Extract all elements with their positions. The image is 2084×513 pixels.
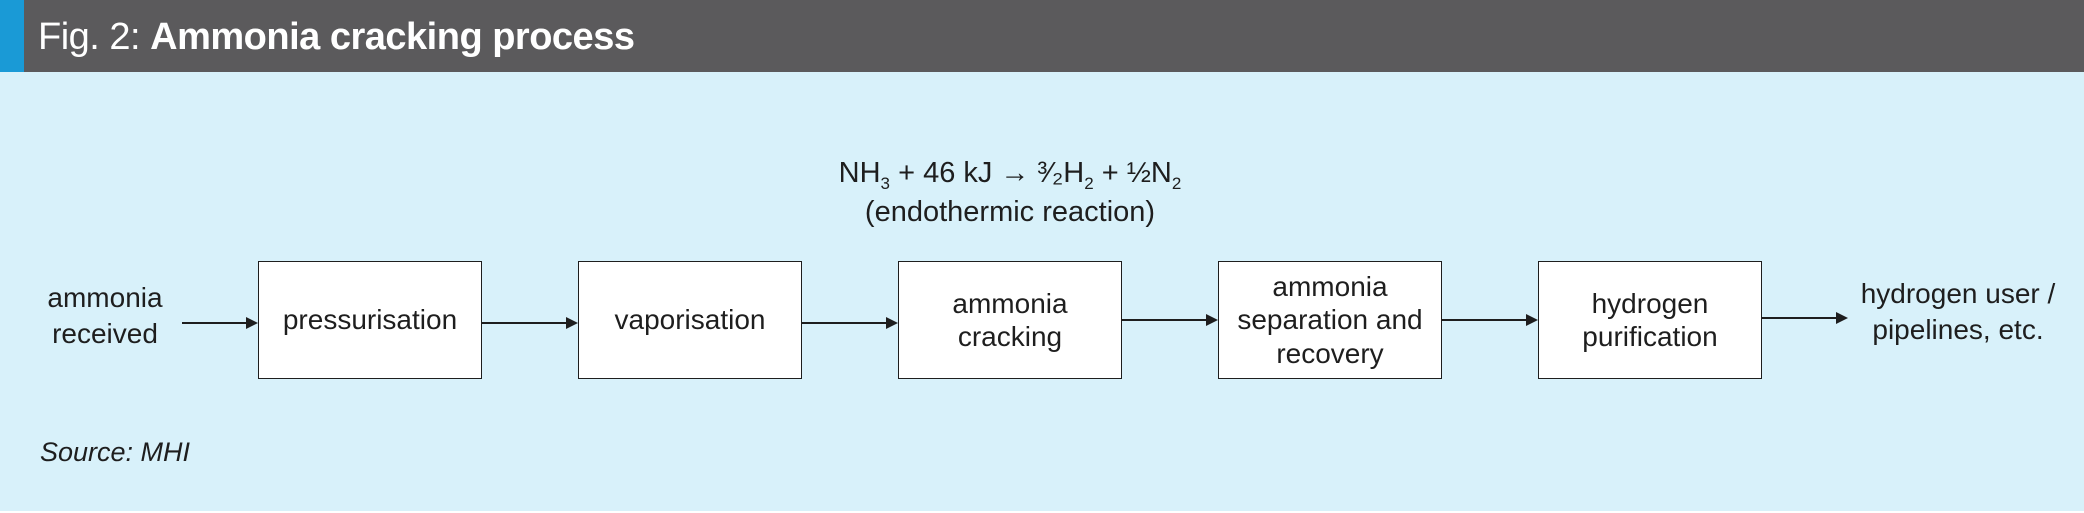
- process-box-ammonia-cracking: ammonia cracking: [898, 261, 1122, 379]
- figure-title: Fig. 2: Ammonia cracking process: [38, 0, 635, 72]
- equation-line: NH3 + 46 kJ → ³⁄₂H2 + ½N2: [760, 154, 1260, 193]
- start-node-ammonia-received: ammonia received: [47, 282, 163, 350]
- header-accent-bar: [0, 0, 24, 72]
- equation-h-subscript: 2: [1084, 174, 1094, 193]
- process-box-pressurisation: pressurisation: [258, 261, 482, 379]
- process-box-vaporisation: vaporisation: [578, 261, 802, 379]
- source-credit: Source: MHI: [40, 437, 191, 467]
- equation-note: (endothermic reaction): [864, 196, 1156, 229]
- figure-number: Fig. 2:: [38, 16, 151, 58]
- figure-title-text: Ammonia cracking process: [150, 16, 635, 58]
- process-box-ammonia-separation: ammonia separation and recovery: [1218, 261, 1442, 379]
- process-box-hydrogen-purification: hydrogen purification: [1538, 261, 1762, 379]
- equation-energy: + 46 kJ → ³⁄₂H: [890, 157, 1085, 189]
- equation-reactant: NH: [838, 157, 881, 189]
- equation-n-subscript: 2: [1171, 174, 1182, 193]
- figure-header: Fig. 2: Ammonia cracking process: [0, 0, 2084, 72]
- equation-nitrogen: + ½N: [1093, 157, 1172, 189]
- reaction-equation: NH3 + 46 kJ → ³⁄₂H2 + ½N2 (endothermic r…: [760, 154, 1260, 232]
- end-node-hydrogen-user: hydrogen user / pipelines, etc.: [1860, 278, 2056, 346]
- equation-reactant-subscript: 3: [880, 174, 891, 193]
